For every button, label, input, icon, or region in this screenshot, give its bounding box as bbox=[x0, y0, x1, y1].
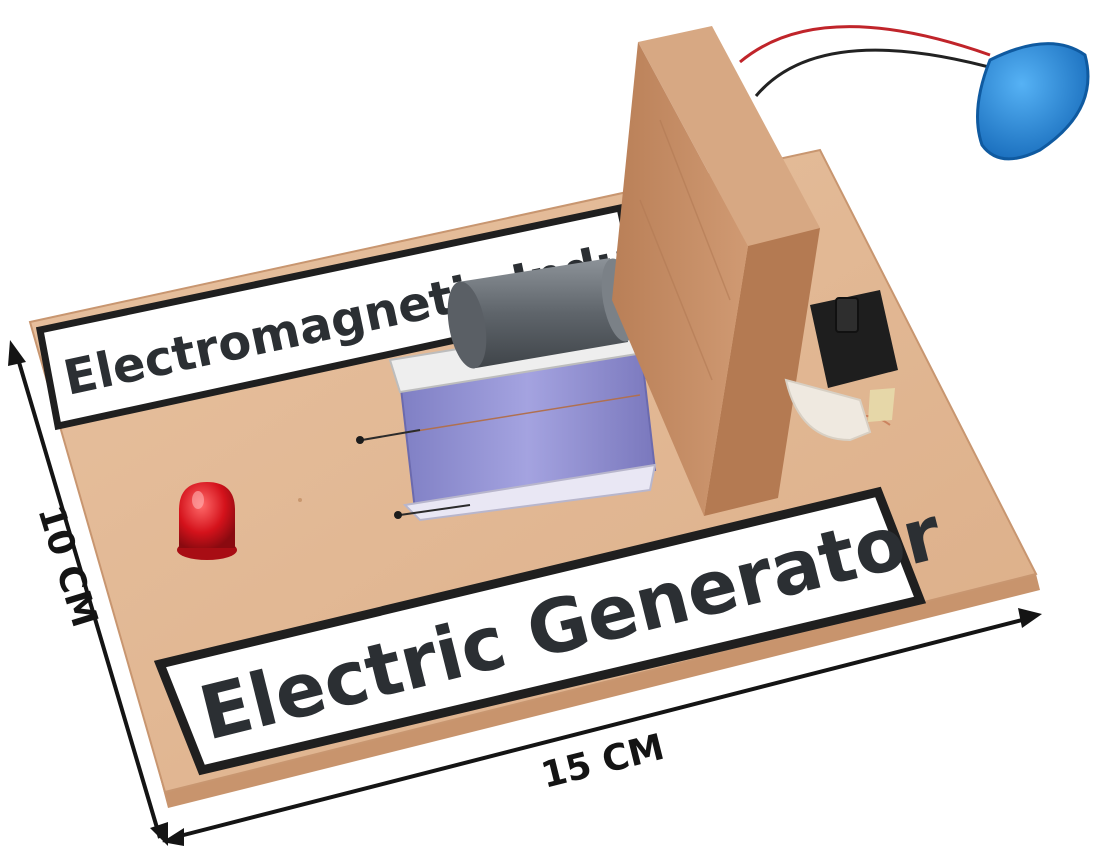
blue-battery-cap bbox=[976, 42, 1090, 161]
wooden-support-block bbox=[612, 26, 820, 516]
coil-wires bbox=[356, 429, 471, 519]
red-led bbox=[177, 482, 237, 560]
push-switch bbox=[784, 290, 898, 442]
battery-wires bbox=[739, 25, 1001, 97]
